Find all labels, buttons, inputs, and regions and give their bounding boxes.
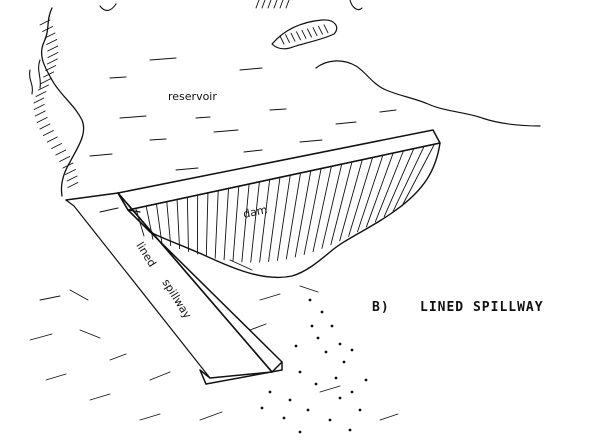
lined-label: lined	[133, 240, 158, 270]
dam-label: dam	[242, 203, 269, 221]
caption-title: LINED SPILLWAY	[420, 300, 544, 315]
dam-face-hatching	[135, 144, 435, 263]
spillway-label: spillway	[159, 277, 194, 322]
caption-letter: B)	[372, 300, 390, 315]
ground-terrain	[29, 259, 399, 434]
lined-spillway-channel	[65, 192, 283, 385]
top-shoreline	[99, 0, 541, 127]
dam-body	[127, 142, 441, 279]
left-shoreline	[29, 7, 85, 197]
top-shoreline-hatching	[255, 0, 329, 45]
reservoir-water-lines	[89, 57, 397, 171]
reservoir-label: reservoir	[168, 90, 217, 103]
left-shoreline-hatching	[33, 19, 79, 188]
